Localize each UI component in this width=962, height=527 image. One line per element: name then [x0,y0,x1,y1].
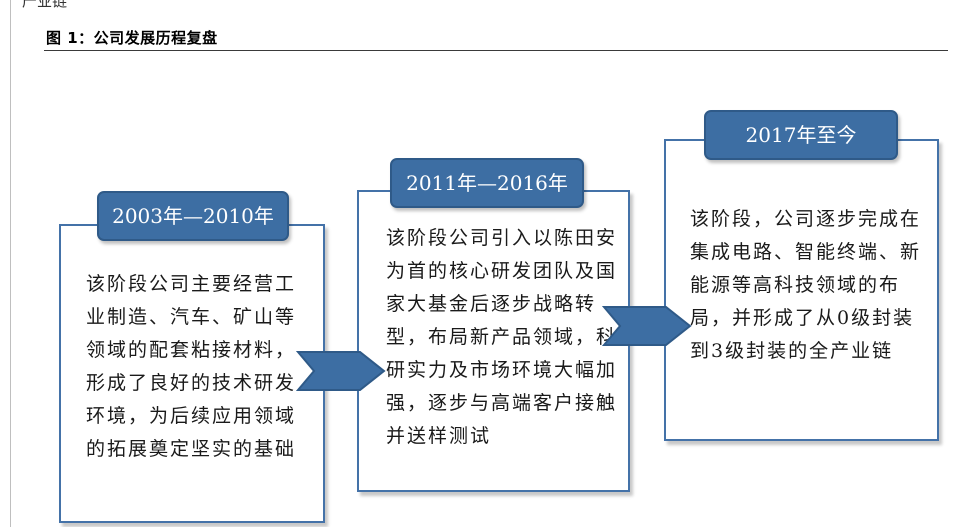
stage-period-tag-2003-2010: 2003年—2010年 [97,191,289,241]
stage-description-2003-2010: 该阶段公司主要经营工业制造、汽车、矿山等领域的配套粘接材料，形成了良好的技术研发… [86,273,297,460]
stage-box-2011-2016 [357,190,630,492]
stage-period-tag-2011-2016: 2011年—2016年 [390,158,584,208]
arrow-right-icon [602,306,692,346]
figure-title: 图 1：公司发展历程复盘 [46,29,218,47]
stage-period-tag-2017-now: 2017年至今 [704,110,898,160]
arrow-right-icon [296,351,386,391]
stage-description-2017-now: 该阶段，公司逐步完成在集成电路、智能终端、新能源等高科技领域的布局，并形成了从0… [690,208,922,362]
stage-box-2017-now [664,139,939,441]
figure-title-rule [44,50,948,51]
page-margin-rule [10,0,11,527]
stage-description-2011-2016: 该阶段公司引入以陈田安为首的核心研发团队及国家大基金后逐步战略转型，布局新产品领… [386,227,618,447]
previous-text-fragment: 产业链 [22,0,68,10]
stage-box-2003-2010 [59,224,325,523]
